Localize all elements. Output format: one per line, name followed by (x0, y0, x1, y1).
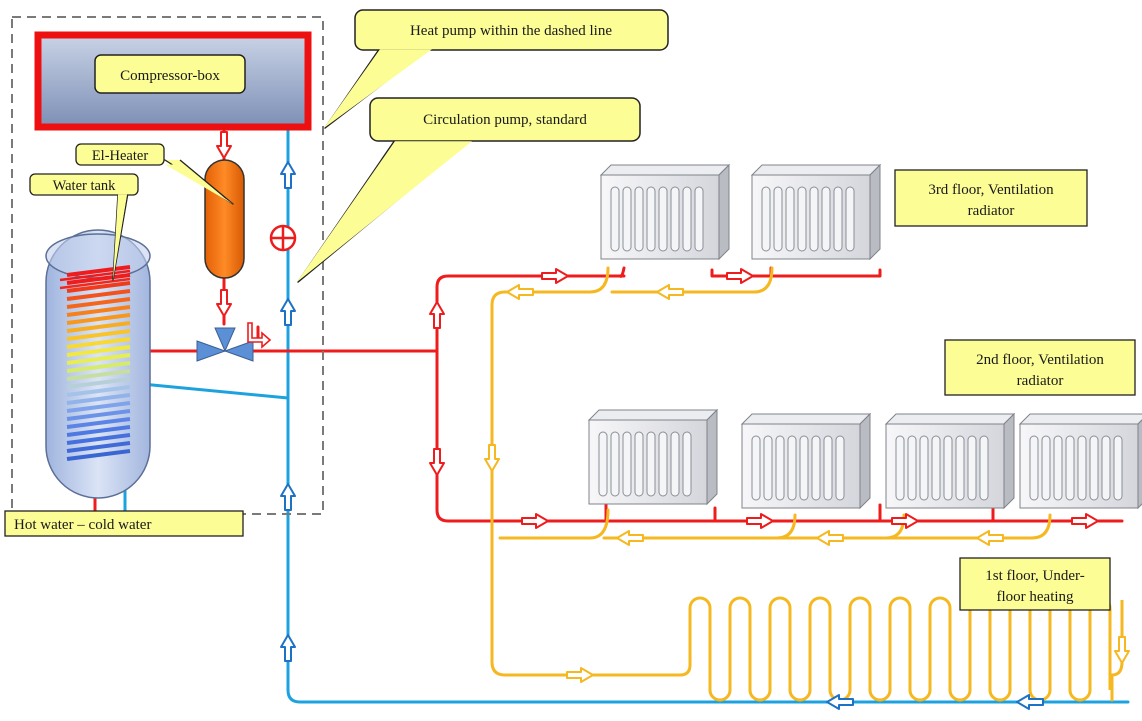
flow-arrow-icon (1114, 636, 1130, 664)
compressor-box: Compressor-box (34, 31, 312, 131)
underfloor-heating-coil (688, 596, 1112, 702)
flow-arrow-icon (506, 284, 534, 300)
circle-plus-icon (269, 224, 297, 252)
label-2nd-floor-line2: radiator (1017, 373, 1064, 389)
radiator-3rd-floor-2 (751, 164, 881, 260)
label-2nd-floor: 2nd floor, Ventilation radiator (944, 339, 1136, 396)
radiator-2nd-floor-4 (1019, 413, 1142, 509)
flow-arrow-icon (280, 298, 296, 326)
flow-arrow-icon (429, 448, 445, 476)
flow-arrow-icon (1016, 694, 1044, 710)
label-1st-floor-line1: 1st floor, Under- (985, 568, 1085, 584)
callout-water-tank-label: Water tank (53, 178, 117, 194)
compressor-box-label: Compressor-box (120, 68, 220, 84)
flow-arrow-icon (726, 268, 754, 284)
label-2nd-floor-line1: 2nd floor, Ventilation (976, 352, 1104, 368)
el-heater (204, 159, 245, 279)
flow-arrow-icon (816, 530, 844, 546)
bowtie-valve-icon (196, 327, 254, 362)
flow-arrow-icon (566, 667, 594, 683)
callout-el-heater-label: El-Heater (92, 148, 149, 164)
flow-arrow-icon (280, 161, 296, 189)
flow-arrow-icon (826, 694, 854, 710)
flow-arrow-icon (656, 284, 684, 300)
label-1st-floor-line2: floor heating (996, 589, 1074, 605)
callout-heat-pump: Heat pump within the dashed line (324, 9, 669, 129)
callout-circulation-pump: Circulation pump, standard (297, 97, 641, 283)
label-hot-cold-water-text: Hot water – cold water (14, 517, 151, 533)
flow-arrow-icon (216, 289, 232, 317)
flow-arrow-icon (216, 131, 232, 159)
flow-arrow-icon (280, 634, 296, 662)
label-3rd-floor-line2: radiator (968, 203, 1015, 219)
callout-heat-pump-label: Heat pump within the dashed line (410, 23, 612, 39)
flow-arrow-icon (616, 530, 644, 546)
water-tank (45, 229, 151, 499)
label-hot-cold-water: Hot water – cold water (4, 510, 244, 537)
flow-arrow-icon (521, 513, 549, 529)
radiator-2nd-floor-2 (741, 413, 871, 509)
callout-el-heater: El-Heater (75, 143, 234, 205)
flow-arrow-icon (891, 513, 919, 529)
label-3rd-floor-line1: 3rd floor, Ventilation (928, 182, 1054, 198)
flow-arrow-icon (1071, 513, 1099, 529)
callout-circulation-pump-label: Circulation pump, standard (423, 112, 587, 128)
callout-water-tank: Water tank (29, 173, 139, 281)
flow-arrow-icon (280, 483, 296, 511)
flow-arrow-icon (976, 530, 1004, 546)
valve-outlet-arrow-icon (247, 322, 272, 349)
flow-arrow-icon (429, 301, 445, 329)
flow-arrow-icon (541, 268, 569, 284)
label-3rd-floor: 3rd floor, Ventilation radiator (894, 169, 1088, 227)
radiator-2nd-floor-3 (885, 413, 1015, 509)
radiator-2nd-floor-1 (588, 409, 718, 505)
radiator-3rd-floor-1 (600, 164, 730, 260)
flow-arrow-icon (484, 444, 500, 472)
flow-arrow-icon (746, 513, 774, 529)
label-1st-floor: 1st floor, Under- floor heating (959, 557, 1111, 611)
